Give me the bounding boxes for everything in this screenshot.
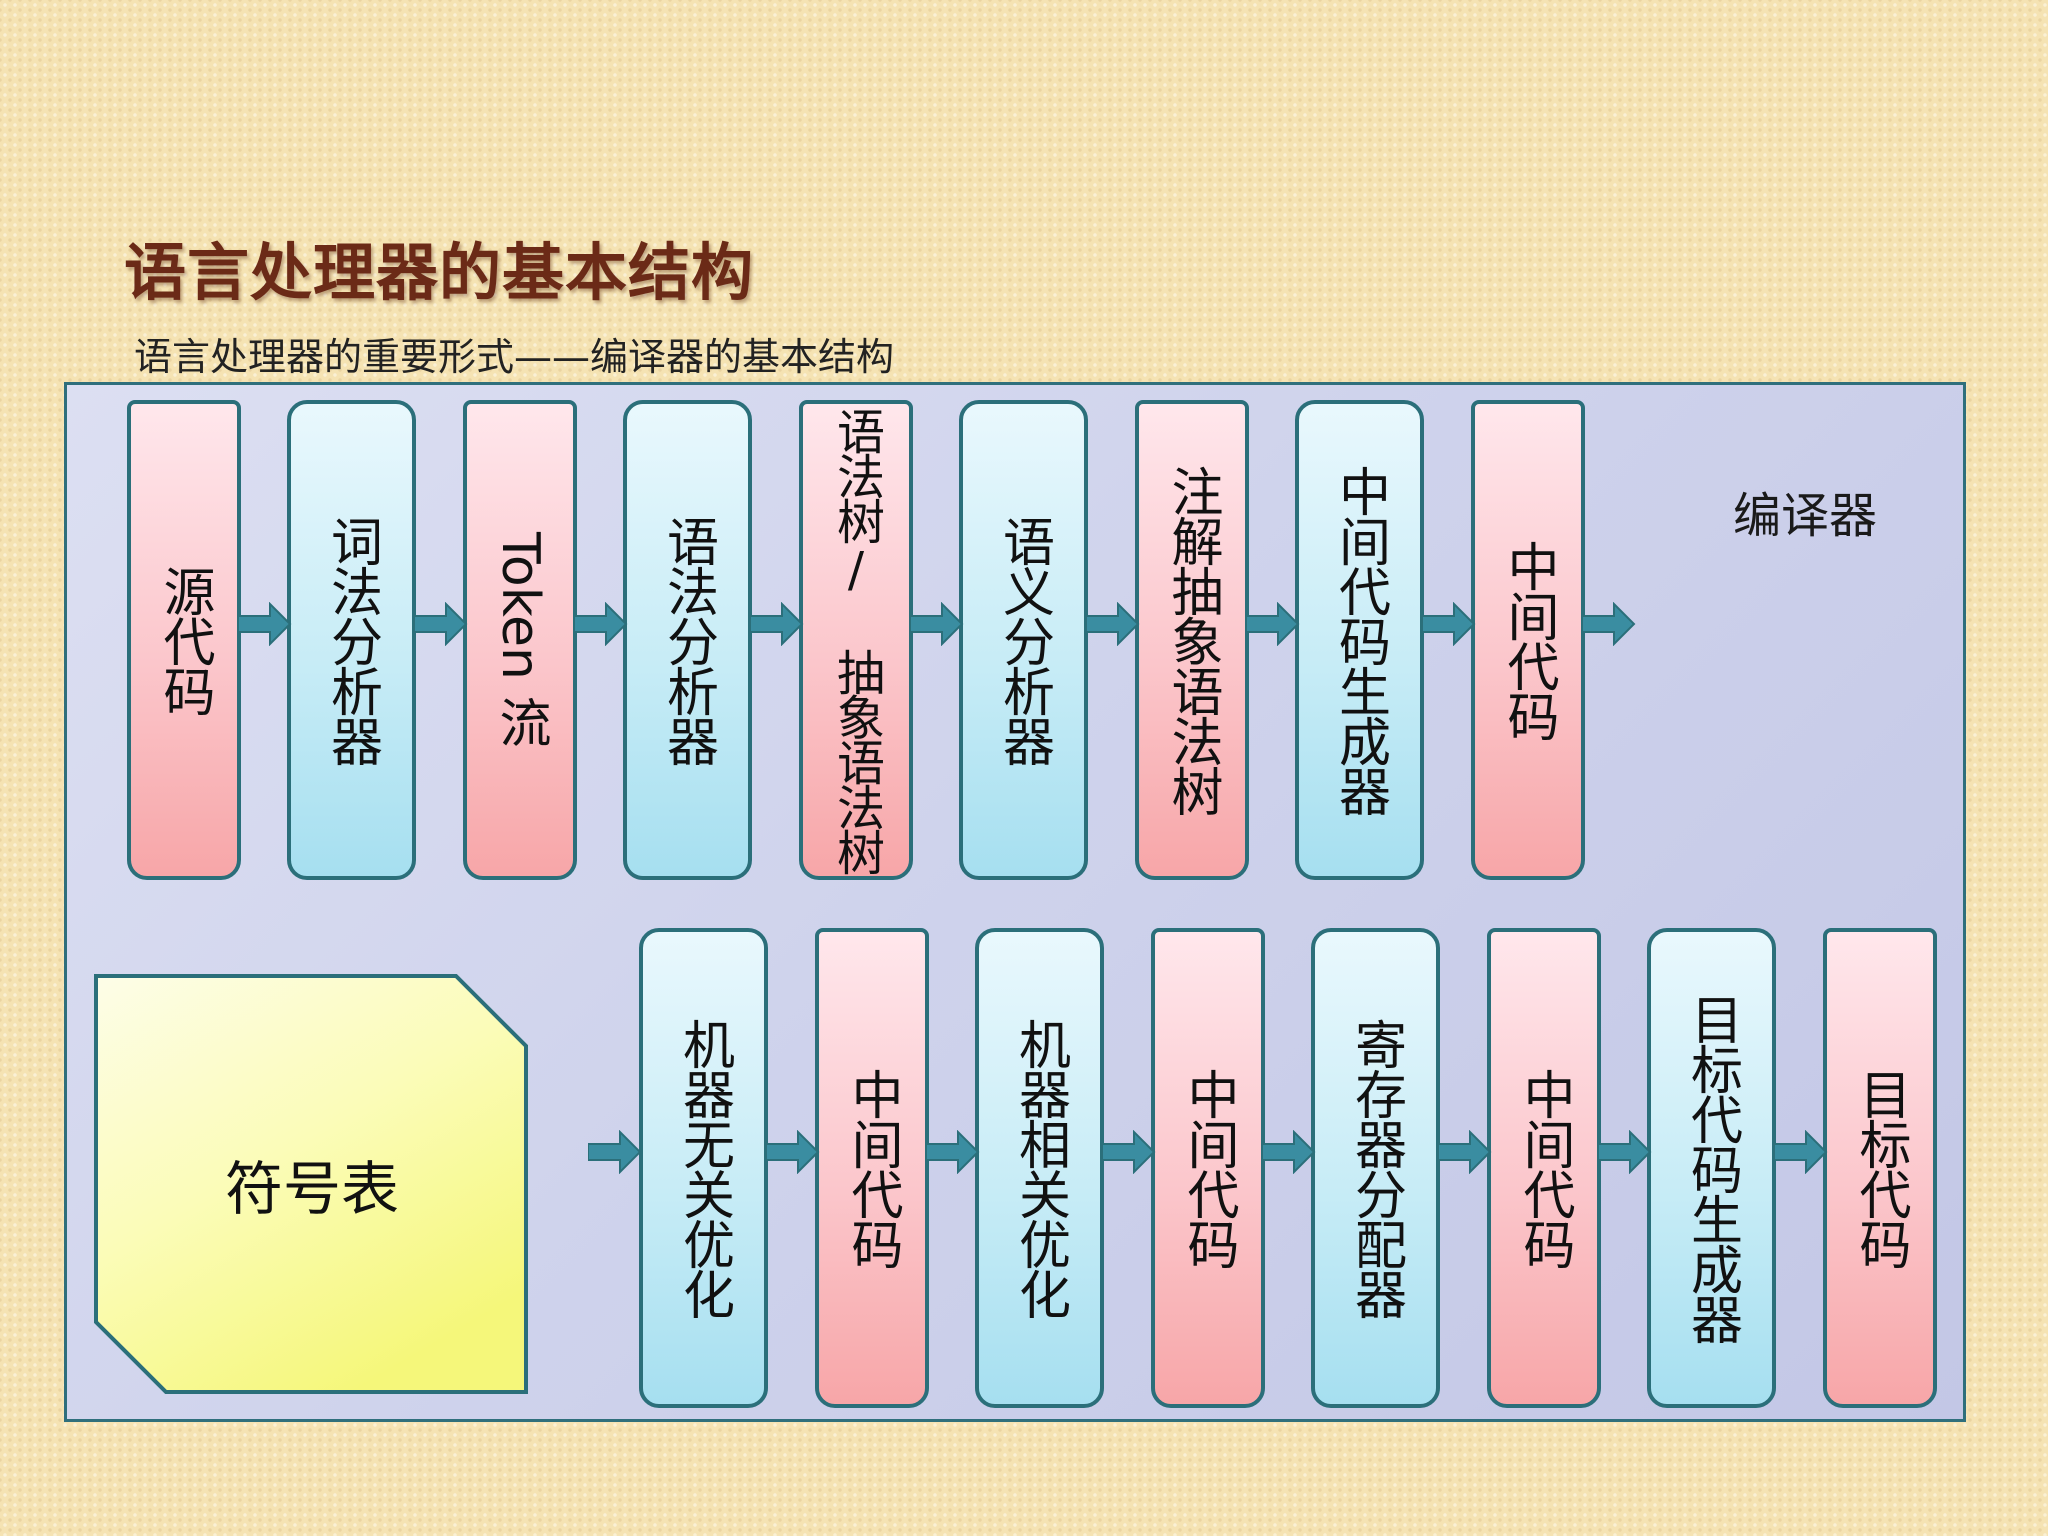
compiler-label: 编译器	[1733, 488, 1878, 544]
arrow-right-icon	[766, 1130, 820, 1174]
arrow-right-icon	[1262, 1130, 1316, 1174]
stage-label: 中间代码	[1514, 1068, 1574, 1268]
stage-label: 中间代码	[1498, 540, 1558, 740]
stage-parser: 语法分析器	[623, 400, 752, 880]
stage-intermediate-code: 中间代码	[1151, 928, 1265, 1408]
stage-label: Token 流	[490, 531, 550, 749]
arrow-right-icon	[414, 602, 468, 646]
stage-intermediate-code: 中间代码	[1471, 400, 1585, 880]
stage-label: 语义分析器	[993, 515, 1054, 765]
stage-syntax-tree: 语法树/ 抽象语法树	[799, 400, 913, 880]
stage-machine-independent-opt: 机器无关优化	[639, 928, 768, 1408]
stage-label: 目标代码生成器	[1681, 993, 1742, 1343]
arrow-right-icon	[926, 1130, 980, 1174]
arrow-right-icon	[1086, 602, 1140, 646]
arrow-right-icon	[1102, 1130, 1156, 1174]
arrow-right-icon	[238, 602, 292, 646]
arrow-right-icon	[1598, 1130, 1652, 1174]
stage-register-allocator: 寄存器分配器	[1311, 928, 1440, 1408]
stage-label: 语法树/ 抽象语法树	[828, 407, 884, 873]
arrow-right-icon	[588, 1130, 642, 1174]
stage-label: 中间代码生成器	[1329, 465, 1390, 815]
stage-machine-dependent-opt: 机器相关优化	[975, 928, 1104, 1408]
arrow-right-icon	[1582, 602, 1636, 646]
arrow-right-icon	[1246, 602, 1300, 646]
stage-label: 目标代码	[1850, 1068, 1910, 1268]
stage-source-code: 源代码	[127, 400, 241, 880]
stage-label: 注解抽象语法树	[1162, 465, 1222, 815]
arrow-right-icon	[1774, 1130, 1828, 1174]
stage-ir-generator: 中间代码生成器	[1295, 400, 1424, 880]
stage-label: 中间代码	[1178, 1068, 1238, 1268]
stage-label: 机器无关优化	[673, 1018, 734, 1318]
symbol-table-label: 符号表	[224, 1155, 399, 1223]
stage-label: 词法分析器	[321, 515, 382, 765]
stage-label: 语法分析器	[657, 515, 718, 765]
stage-label: 寄存器分配器	[1345, 1018, 1406, 1318]
stage-lexer: 词法分析器	[287, 400, 416, 880]
stage-token-stream: Token 流	[463, 400, 577, 880]
stage-label: 中间代码	[842, 1068, 902, 1268]
symbol-table-shape	[94, 974, 528, 1394]
page-subtitle: 语言处理器的重要形式——编译器的基本结构	[134, 335, 895, 379]
stage-intermediate-code: 中间代码	[815, 928, 929, 1408]
stage-semantic-analyzer: 语义分析器	[959, 400, 1088, 880]
arrow-right-icon	[1422, 602, 1476, 646]
arrow-right-icon	[750, 602, 804, 646]
arrow-right-icon	[574, 602, 628, 646]
stage-target-code: 目标代码	[1823, 928, 1937, 1408]
stage-label: 机器相关优化	[1009, 1018, 1070, 1318]
arrow-right-icon	[910, 602, 964, 646]
stage-target-code-generator: 目标代码生成器	[1647, 928, 1776, 1408]
page-title: 语言处理器的基本结构	[124, 236, 755, 309]
stage-annotated-ast: 注解抽象语法树	[1135, 400, 1249, 880]
stage-label: 源代码	[154, 565, 214, 715]
arrow-right-icon	[1438, 1130, 1492, 1174]
stage-intermediate-code: 中间代码	[1487, 928, 1601, 1408]
